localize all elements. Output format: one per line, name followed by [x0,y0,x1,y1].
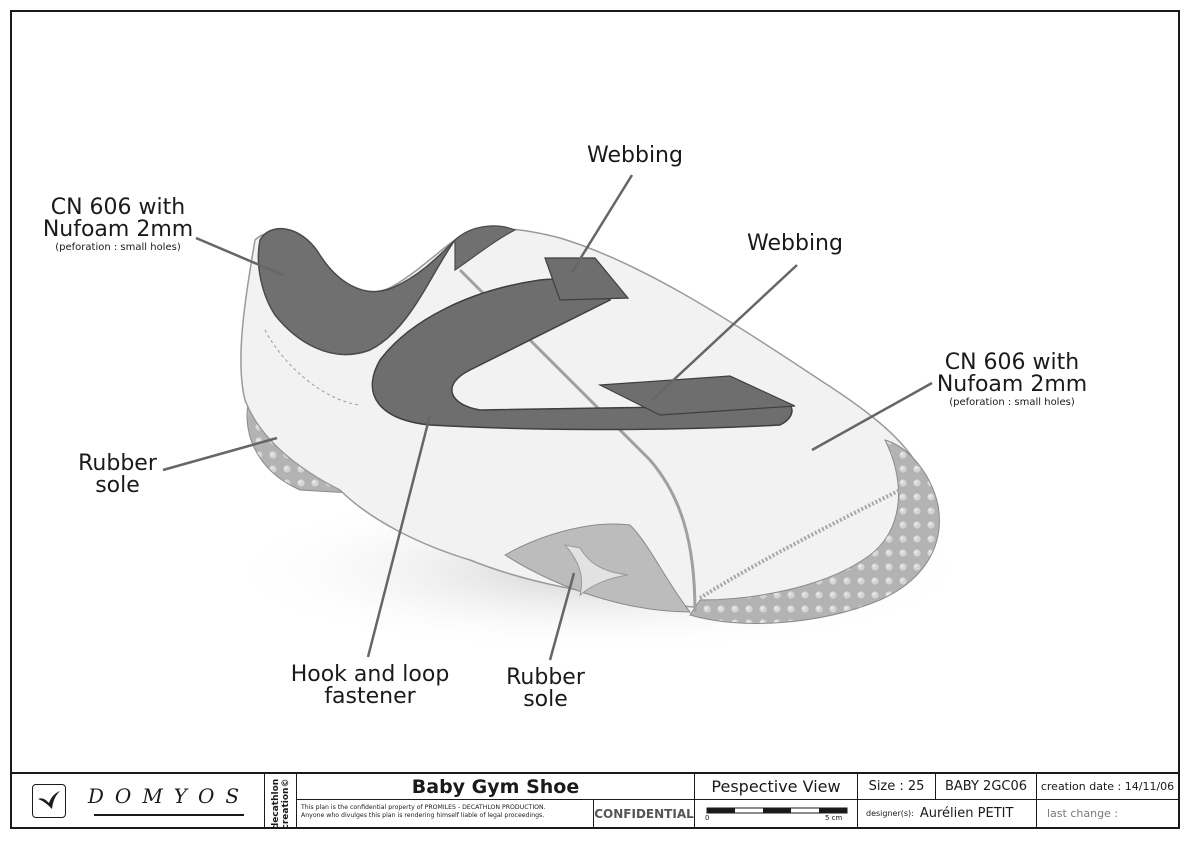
webbing-band-top [544,257,630,301]
hook-loop-strap [371,278,793,431]
view-label: Pespective View [695,774,858,800]
reference-label: BABY 2GC06 [936,774,1037,800]
scale-start: 0 [705,814,710,822]
leader-hook-loop [366,414,432,658]
drawing-frame [10,10,1180,829]
label-rubber-left: Rubber sole [78,451,157,498]
brand-underline [94,814,244,816]
scale-end: 5 cm [825,814,843,822]
label-hook-loop: Hook and loop fastener [290,662,450,709]
leader-cn606-right [811,381,933,452]
vertical-brand-line1: decathlon [271,778,281,827]
label-cn606-right: CN 606 with Nufoam 2mm (peforation : sma… [936,350,1088,408]
toe-seam [698,488,901,600]
confidential-label: CONFIDENTIAL [594,800,695,827]
scale-bar: 0 5 cm [695,800,858,827]
webbing-band-right [597,375,796,416]
disclaimer-line2: Anyone who divulges this plan is renderi… [301,812,545,819]
label-webbing-right: Webbing [747,231,843,256]
leader-rubber-bottom [548,572,576,661]
label-rubber-bottom: Rubber sole [506,665,585,712]
disclaimer: This plan is the confidential property o… [297,800,594,827]
brand-cell: DOMYOS [12,774,265,827]
leader-webbing-right [651,264,798,401]
scale-graphic [706,807,848,814]
size-label: Size : 25 [858,774,936,800]
label-cn606-left: CN 606 with Nufoam 2mm (peforation : sma… [42,195,194,253]
title-block: DOMYOS decathlon creation© Baby Gym Shoe… [12,772,1178,827]
boomerang-logo-icon [563,544,629,597]
boomerang-icon [38,791,60,809]
creation-date: creation date : 14/11/06 [1037,774,1178,800]
designer-cell: designer(s): Aurélien PETIT [858,800,1037,827]
brand-name: DOMYOS [87,784,251,808]
upper-stitch [264,329,361,406]
leader-cn606-left [195,236,284,277]
brand-logo [32,784,66,818]
designer-name: Aurélien PETIT [919,806,1014,821]
vertical-brand-line2: creation© [281,778,291,827]
product-name: Baby Gym Shoe [297,774,695,800]
collar-padding [257,227,456,356]
leader-rubber-left [162,436,278,472]
designer-label: designer(s): [866,809,914,818]
last-change: last change : [1047,807,1119,820]
toe-rubber [689,439,940,624]
decathlon-creation-cell: decathlon creation© [265,774,297,827]
label-webbing-top: Webbing [587,143,683,168]
disclaimer-line1: This plan is the confidential property o… [301,804,546,811]
leader-webbing-top [570,174,634,273]
leader-lines [162,174,933,661]
